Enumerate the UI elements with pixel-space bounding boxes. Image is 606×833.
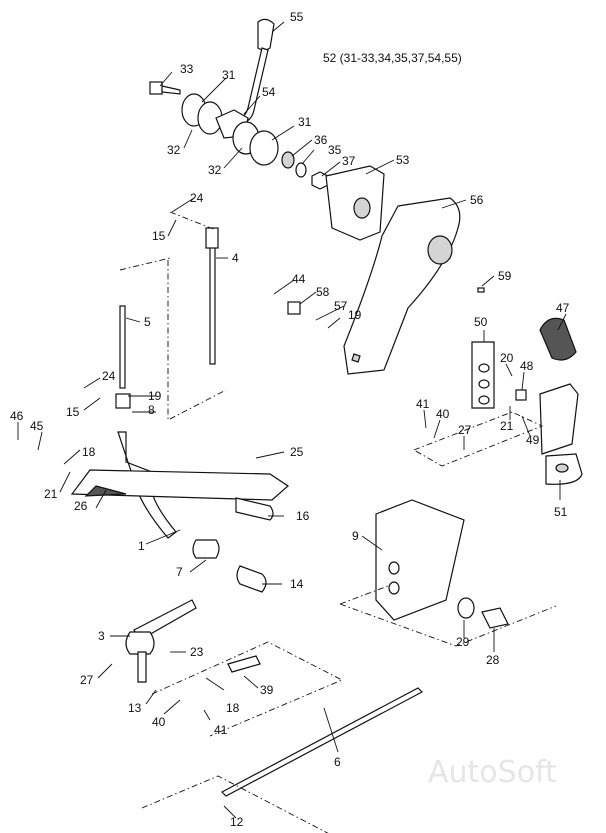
watermark: AutoSoft bbox=[428, 755, 557, 790]
callout-50: 50 bbox=[474, 315, 488, 329]
callout-9: 9 bbox=[352, 529, 359, 543]
callout-37: 37 bbox=[342, 154, 356, 168]
plate-50 bbox=[471, 341, 495, 409]
rod-4 bbox=[205, 227, 219, 365]
leader-lines bbox=[17, 21, 567, 819]
callout-15b: 15 bbox=[66, 405, 80, 419]
bolt-28 bbox=[481, 607, 509, 629]
knob-14 bbox=[236, 565, 267, 593]
callout-45: 45 bbox=[30, 419, 44, 433]
callout-44: 44 bbox=[292, 272, 306, 286]
washer-29 bbox=[457, 597, 475, 619]
callout-24b: 24 bbox=[102, 369, 116, 383]
callout-56: 56 bbox=[470, 193, 484, 207]
callout-1: 1 bbox=[138, 539, 145, 553]
callout-46: 46 bbox=[10, 409, 24, 423]
cover-56 bbox=[343, 197, 461, 375]
callout-41b: 41 bbox=[214, 723, 228, 737]
spring-47 bbox=[539, 317, 577, 361]
bolt-48 bbox=[515, 389, 527, 401]
callout-51: 51 bbox=[554, 505, 568, 519]
callout-58: 58 bbox=[316, 285, 330, 299]
shaft-16 bbox=[235, 497, 274, 521]
callout-33: 33 bbox=[180, 62, 194, 76]
callout-49: 49 bbox=[526, 433, 540, 447]
callout-40b: 40 bbox=[152, 715, 166, 729]
callout-28: 28 bbox=[486, 653, 500, 667]
callout-39: 39 bbox=[260, 683, 274, 697]
callout-12: 12 bbox=[230, 815, 244, 829]
callout-59: 59 bbox=[498, 269, 512, 283]
joint-58 bbox=[287, 301, 301, 315]
callout-48: 48 bbox=[520, 359, 534, 373]
assembly-title: 52 (31-33,34,35,37,54,55) bbox=[323, 51, 462, 65]
callout-20: 20 bbox=[500, 351, 514, 365]
callout-24a: 24 bbox=[190, 191, 204, 205]
washer-35 bbox=[295, 162, 307, 178]
callout-27b: 27 bbox=[80, 673, 94, 687]
callout-47: 47 bbox=[556, 301, 570, 315]
callout-13: 13 bbox=[128, 701, 142, 715]
callout-53: 53 bbox=[396, 153, 410, 167]
callout-55: 55 bbox=[290, 10, 304, 24]
callout-14: 14 bbox=[290, 577, 304, 591]
pedal-arm-1 bbox=[70, 431, 289, 539]
callout-36: 36 bbox=[314, 133, 328, 147]
rod-6 bbox=[221, 687, 423, 797]
callout-18a: 18 bbox=[82, 445, 96, 459]
callout-27a: 27 bbox=[458, 423, 472, 437]
bracket-53 bbox=[325, 165, 385, 241]
callout-6: 6 bbox=[334, 755, 341, 769]
callout-21a: 21 bbox=[500, 419, 514, 433]
rod-5 bbox=[119, 305, 126, 389]
bracket-51 bbox=[539, 383, 583, 485]
callout-31a: 31 bbox=[222, 68, 236, 82]
callout-57: 57 bbox=[334, 299, 348, 313]
callout-25: 25 bbox=[290, 445, 304, 459]
callout-29: 29 bbox=[456, 635, 470, 649]
callout-5: 5 bbox=[144, 315, 151, 329]
nut-37 bbox=[311, 171, 329, 190]
spring-pin-39 bbox=[227, 655, 261, 673]
callout-19b: 19 bbox=[148, 389, 162, 403]
callout-54: 54 bbox=[262, 85, 276, 99]
callout-16: 16 bbox=[296, 509, 310, 523]
callout-15a: 15 bbox=[152, 229, 166, 243]
callout-4: 4 bbox=[232, 251, 239, 265]
callout-31b: 31 bbox=[298, 115, 312, 129]
callout-32b: 32 bbox=[208, 163, 222, 177]
bushing-7 bbox=[192, 539, 220, 559]
center-lines bbox=[119, 211, 557, 833]
spring-washer-36 bbox=[281, 151, 295, 169]
callout-26: 26 bbox=[74, 499, 88, 513]
bolt-59 bbox=[477, 287, 485, 293]
clevis-8 bbox=[115, 393, 131, 409]
callout-21b: 21 bbox=[44, 487, 58, 501]
callout-35: 35 bbox=[328, 143, 342, 157]
friction-discs-31-32 bbox=[181, 93, 279, 166]
callouts: 55 33 31 54 32 31 32 36 35 37 53 56 24 1… bbox=[10, 10, 570, 829]
callout-41a: 41 bbox=[416, 397, 430, 411]
callout-23: 23 bbox=[190, 645, 204, 659]
shift-knob-55 bbox=[257, 18, 275, 51]
callout-19a: 19 bbox=[348, 308, 362, 322]
callout-18b: 18 bbox=[226, 701, 240, 715]
callout-40a: 40 bbox=[436, 407, 450, 421]
lever-3 bbox=[125, 599, 197, 683]
callout-7: 7 bbox=[176, 565, 183, 579]
bracket-9 bbox=[375, 499, 465, 621]
callout-8: 8 bbox=[148, 403, 155, 417]
bolt-33 bbox=[149, 81, 181, 95]
callout-3: 3 bbox=[98, 629, 105, 643]
callout-32a: 32 bbox=[167, 143, 181, 157]
